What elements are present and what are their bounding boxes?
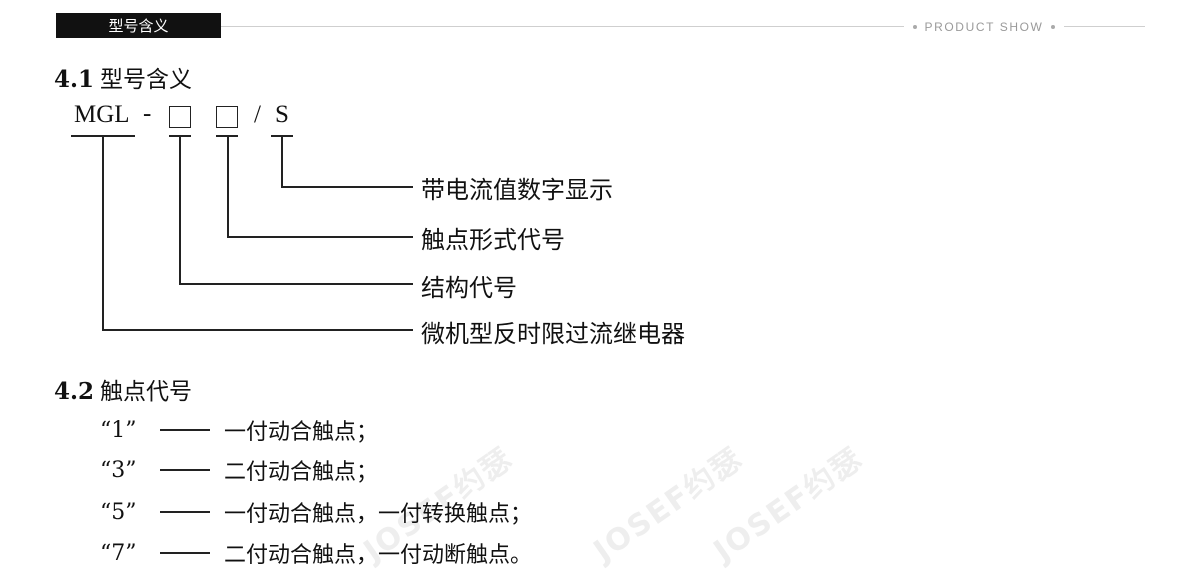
structure-code-box xyxy=(169,106,191,128)
contact-row: “1” 一付动合触点； xyxy=(100,414,378,446)
contact-key: “1” xyxy=(100,417,137,443)
header-tab-label: 型号含义 xyxy=(108,17,169,35)
contact-row: “7” 二付动合触点，一付动断触点。 xyxy=(100,537,532,569)
legend-relay-type: 微机型反时限过流继电器 xyxy=(421,320,685,348)
legend-contact-form: 触点形式代号 xyxy=(421,226,565,254)
contact-desc: 二付动合触点，一付动断触点。 xyxy=(224,543,533,568)
contact-row: “5” 一付动合触点，一付转换触点； xyxy=(100,496,532,528)
bullet-dot-icon xyxy=(1051,25,1056,29)
leader-contact xyxy=(227,236,413,238)
legend-current-display: 带电流值数字显示 xyxy=(421,176,613,204)
contact-row: “3” 二付动合触点； xyxy=(100,454,378,486)
model-dash: - xyxy=(143,100,152,127)
section-number: 4.2 xyxy=(54,378,95,405)
dash-rule xyxy=(160,469,210,471)
contact-key: “3” xyxy=(100,457,137,483)
dash-rule xyxy=(160,429,210,431)
contact-key: “7” xyxy=(100,540,137,566)
model-suffix: S xyxy=(275,101,289,128)
connector-structure xyxy=(179,135,181,284)
leader-prefix xyxy=(102,329,413,331)
dash-rule xyxy=(160,552,210,554)
bullet-dot-icon xyxy=(912,25,917,29)
contact-desc: 一付动合触点； xyxy=(224,420,379,445)
section-number: 4.1 xyxy=(54,66,95,93)
header-divider xyxy=(221,26,1145,27)
dash-rule xyxy=(160,511,210,513)
model-slash: / xyxy=(254,101,261,128)
contact-form-code-box xyxy=(216,106,238,128)
leader-structure xyxy=(179,283,413,285)
model-prefix: MGL xyxy=(74,101,130,128)
contact-key: “5” xyxy=(100,499,137,525)
header-tab: 型号含义 xyxy=(56,13,221,38)
contact-desc: 一付动合触点，一付转换触点； xyxy=(224,502,533,527)
leader-suffix xyxy=(281,186,413,188)
contact-desc: 二付动合触点； xyxy=(224,460,379,485)
connector-prefix xyxy=(102,135,104,330)
connector-suffix xyxy=(281,135,283,187)
header-product-show: PRODUCT SHOW xyxy=(904,18,1064,36)
section-title-text: 型号含义 xyxy=(100,67,193,93)
section-title-text: 触点代号 xyxy=(100,379,193,405)
legend-structure: 结构代号 xyxy=(421,274,517,302)
connector-contact xyxy=(227,135,229,237)
header-right-label: PRODUCT SHOW xyxy=(924,20,1044,34)
